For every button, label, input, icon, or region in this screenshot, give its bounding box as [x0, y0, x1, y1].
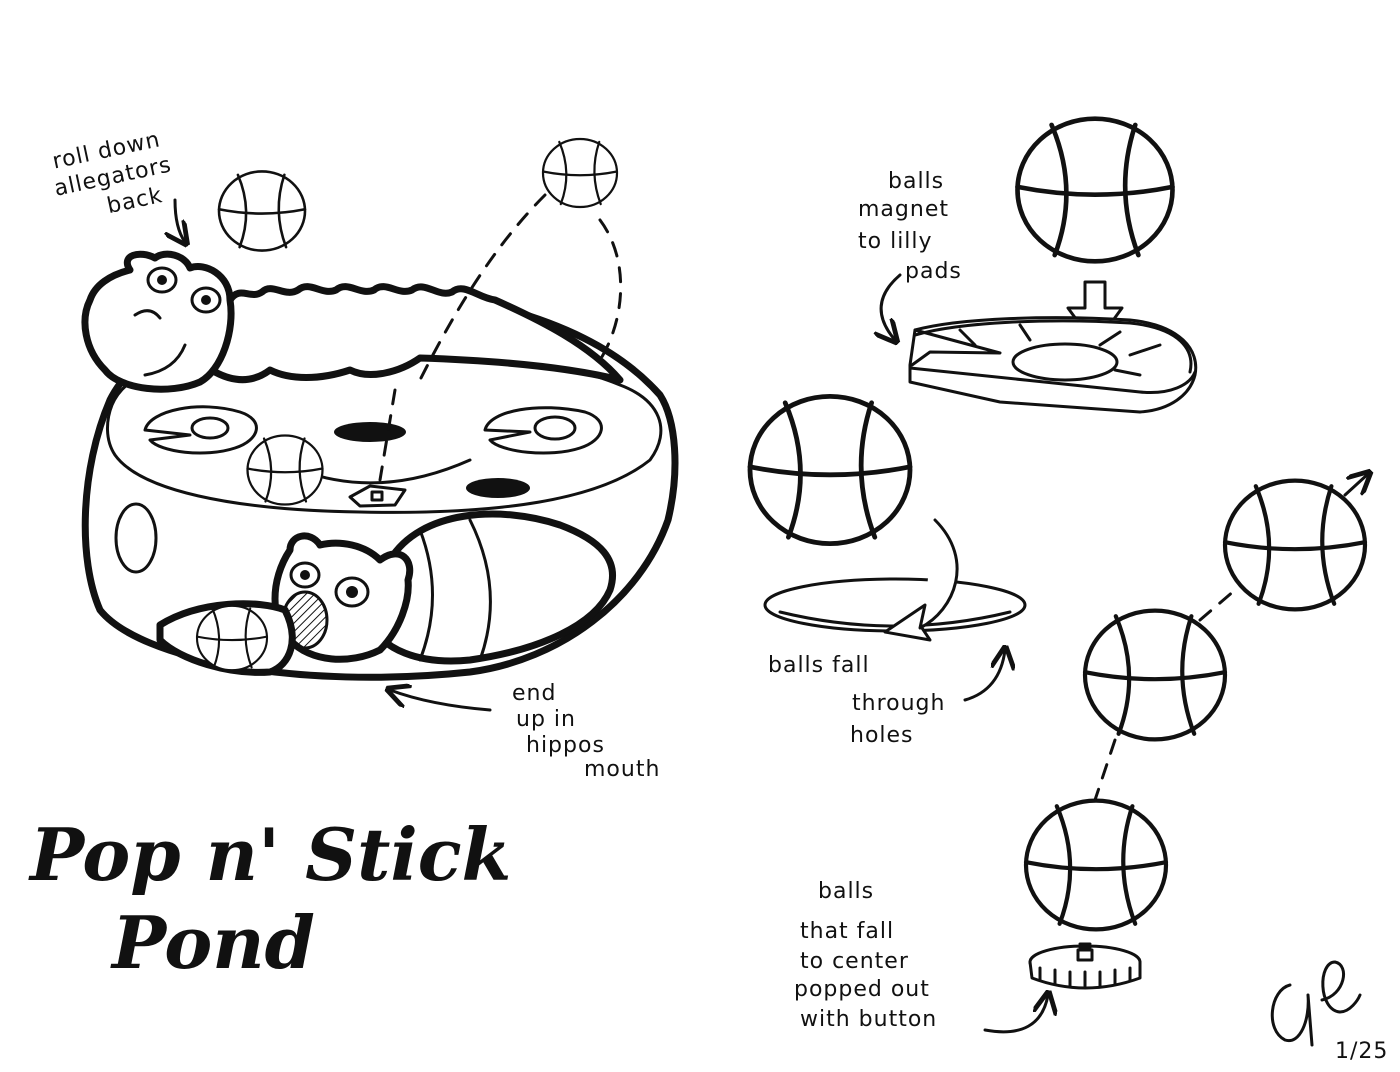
annotation-line: to lilly — [858, 229, 933, 254]
arrow-icon — [881, 275, 900, 340]
annotation-line: that fall — [800, 919, 894, 944]
ball-icon — [219, 171, 305, 250]
side-hole — [116, 504, 156, 572]
ball-icon — [1085, 611, 1225, 740]
annotation-fall-through: balls fall through holes — [768, 653, 945, 748]
annotation-line: mouth — [584, 757, 660, 782]
trajectory — [600, 220, 621, 360]
button-icon — [1030, 944, 1140, 988]
ball-icon — [1018, 119, 1173, 262]
annotation-roll-down: roll down allegators back — [46, 126, 179, 229]
annotation-line: through — [852, 691, 945, 716]
ball-icon — [543, 139, 617, 207]
annotation-line: to center — [800, 949, 909, 974]
page-title: Pop n' Stick Pond — [28, 812, 511, 985]
hole-icon — [466, 478, 530, 498]
trajectory — [1095, 740, 1115, 800]
annotation-magnet: balls magnet to lilly pads — [858, 169, 962, 284]
annotation-line: holes — [850, 723, 914, 748]
alligator-icon — [85, 254, 620, 389]
annotation-line: balls — [888, 169, 944, 194]
ball-icon — [1225, 481, 1365, 610]
arrow-icon — [1345, 474, 1368, 495]
ball-icon — [1026, 801, 1166, 930]
arrow-icon — [390, 690, 490, 710]
annotation-line: hippos — [526, 733, 605, 758]
trajectory — [1200, 590, 1235, 620]
annotation-line: balls — [818, 879, 874, 904]
lily-pad-icon — [910, 318, 1196, 412]
ball-icon — [197, 606, 267, 670]
annotation-popped-out: balls that fall to center popped out wit… — [794, 879, 937, 1032]
pond-toy — [85, 139, 675, 710]
annotation-line: pads — [905, 259, 962, 284]
title-line-2: Pond — [110, 900, 315, 985]
ball-icon — [750, 396, 910, 543]
signature-date: 1/25 — [1335, 1039, 1388, 1064]
hole-icon — [334, 422, 406, 442]
annotation-line: up in — [516, 707, 576, 732]
annotation-line: magnet — [858, 197, 949, 222]
ball-icon — [248, 436, 323, 505]
title-line-1: Pop n' Stick — [28, 812, 511, 897]
arrow-icon — [985, 995, 1048, 1032]
hole-icon — [765, 579, 1025, 631]
arrow-icon — [175, 200, 185, 242]
signature: 1/25 — [1272, 962, 1388, 1064]
annotation-line: with button — [800, 1007, 937, 1032]
annotation-line: popped out — [794, 977, 930, 1002]
annotation-end-up: end up in hippos mouth — [512, 681, 660, 782]
annotation-line: balls fall — [768, 653, 870, 678]
annotation-line: end — [512, 681, 556, 706]
pop-out-detail — [985, 474, 1368, 1032]
arrow-icon — [965, 650, 1005, 700]
